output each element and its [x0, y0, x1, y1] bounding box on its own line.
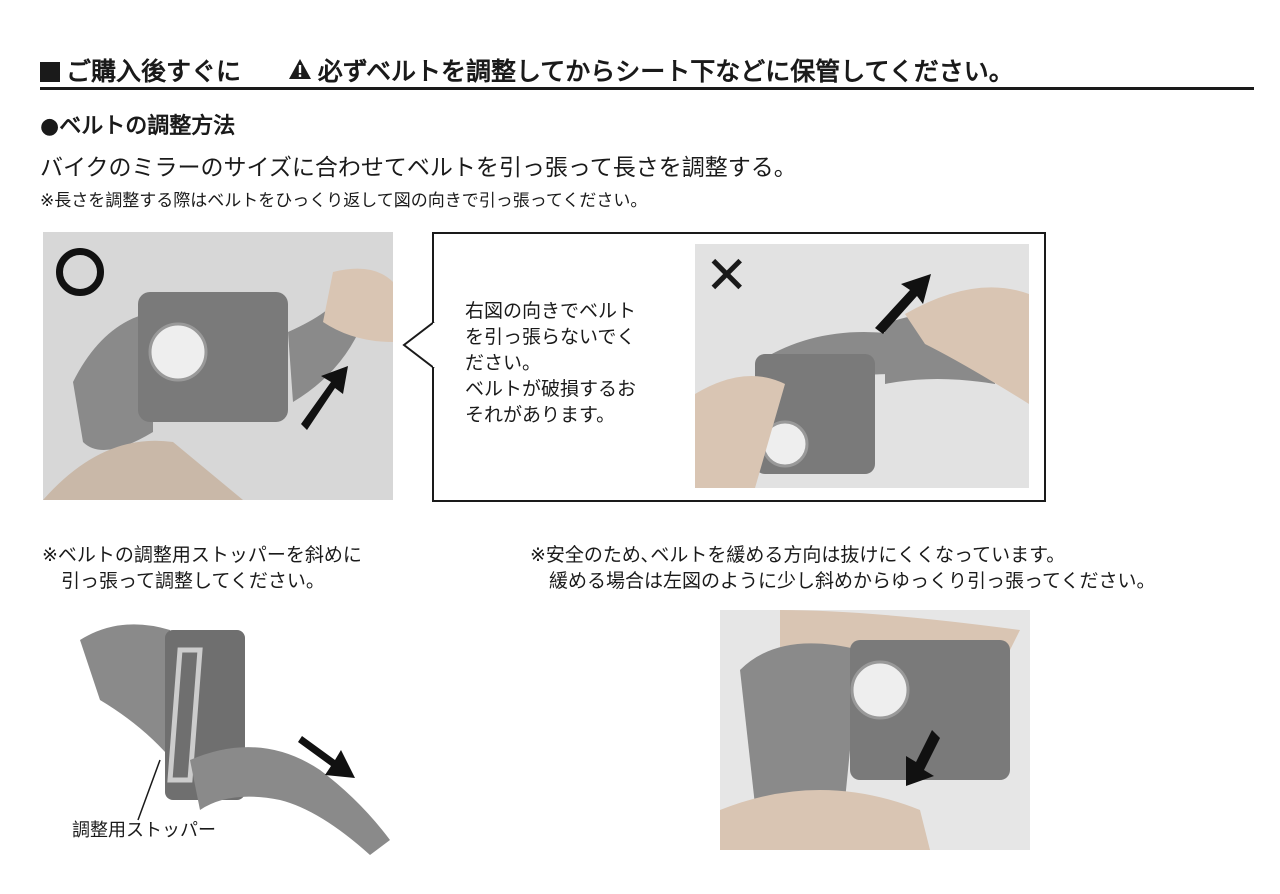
caption-line: 緩める場合は左図のように少し斜めからゆっくり引っ張ってください。	[530, 570, 1156, 592]
stopper-illustration	[80, 624, 390, 855]
right-caption: ※安全のため､ベルトを緩める方向は抜けにくくなっています。 緩める場合は左図のよ…	[530, 542, 1155, 594]
warning-triangle-icon	[288, 57, 312, 86]
belt-device-illustration	[695, 274, 1029, 488]
heading-title: ご購入後すぐに	[66, 57, 242, 86]
stopper-label: 調整用ストッパー	[72, 820, 216, 841]
page-heading: ご購入後すぐに 必ずベルトを調整してからシート下などに保管してください。	[40, 52, 1014, 88]
correct-mark-icon	[56, 248, 104, 296]
bubble-pointer	[402, 321, 436, 369]
belt-device-illustration	[720, 610, 1020, 850]
divider	[40, 87, 1254, 90]
warning-text: 必ずベルトを調整してからシート下などに保管してください。	[317, 57, 1014, 86]
lead-text: バイクのミラーのサイズに合わせてベルトを引っ張って長さを調整する。	[40, 155, 797, 181]
caption-line: 引っ張って調整してください。	[42, 570, 325, 592]
left-caption: ※ベルトの調整用ストッパーを斜めに 引っ張って調整してください。	[42, 542, 362, 594]
section-title: ●ベルトの調整方法	[40, 114, 236, 139]
bubble-text: 右図の向きでベルト を引っ張らないでく ださい。 ベルトが破損するお それがあり…	[465, 298, 675, 428]
wrong-photo	[695, 244, 1029, 488]
caption-line: ※安全のため､ベルトを緩める方向は抜けにくくなっています。	[530, 544, 1066, 566]
belt-device-illustration	[43, 268, 393, 500]
square-bullet-icon	[40, 62, 60, 82]
bubble-line: を引っ張らないでく	[465, 326, 636, 348]
bubble-line: ださい。	[465, 352, 542, 374]
wrong-mark-icon: ✕	[705, 246, 749, 306]
correct-photo	[43, 232, 393, 500]
bubble-line: 右図の向きでベルト	[465, 300, 637, 322]
note-text: ※長さを調整する際はベルトをひっくり返して図の向きで引っ張ってください。	[40, 191, 648, 211]
loosen-photo	[720, 610, 1030, 850]
caption-line: ※ベルトの調整用ストッパーを斜めに	[42, 544, 362, 566]
bubble-line: それがあります。	[465, 404, 616, 426]
bubble-line: ベルトが破損するお	[465, 378, 637, 400]
